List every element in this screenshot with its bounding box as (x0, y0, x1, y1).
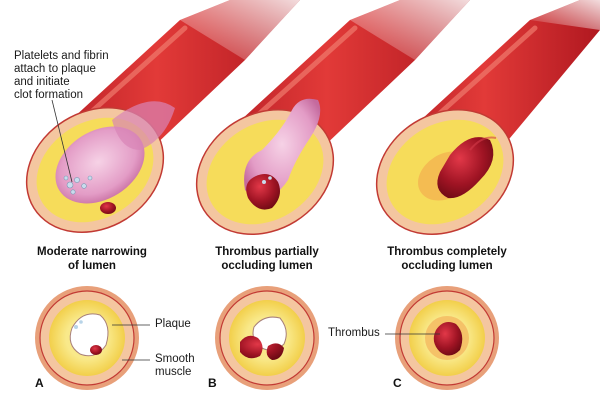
caption-c-line2: occluding lumen (401, 260, 493, 272)
platelets-label-line1: Platelets and fibrin (14, 50, 109, 62)
vessel-c (375, 0, 600, 236)
caption-b-line2: occluding lumen (221, 260, 313, 272)
panel-letter-b: B (208, 376, 217, 390)
smooth-muscle-label: Smooth muscle (155, 353, 195, 379)
thrombus-label: Thrombus (328, 327, 380, 339)
small-clot-a (100, 202, 116, 214)
cross-section-a (35, 286, 139, 390)
panel-letter-a: A (35, 376, 44, 390)
plaque-label: Plaque (155, 318, 191, 330)
thrombus-b (246, 174, 280, 210)
cross-section-a-lumen (69, 313, 109, 357)
caption-a-line2: of lumen (68, 260, 116, 272)
caption-c-line1: Thrombus completely (387, 246, 507, 258)
caption-b-line1: Thrombus partially (215, 246, 319, 258)
platelet-cluster (63, 175, 93, 195)
smooth-muscle-label-line1: Smooth (155, 353, 195, 365)
cross-section-b-thrombus (240, 335, 284, 360)
cross-section-b (215, 286, 319, 390)
thrombus-c (437, 137, 494, 199)
caption-c: Thrombus completely occluding lumen (372, 245, 522, 273)
platelets-label: Platelets and fibrin attach to plaque an… (14, 50, 109, 102)
platelets-label-line4: clot formation (14, 89, 84, 101)
platelets-label-line2: attach to plaque (14, 63, 96, 75)
platelets-leader-line (51, 99, 73, 183)
platelets-label-line3: and initiate (14, 76, 70, 88)
caption-a-line1: Moderate narrowing (37, 246, 147, 258)
panel-letter-c: C (393, 376, 402, 390)
vessel-a (25, 0, 301, 234)
vessel-a-lumen (55, 126, 145, 204)
cross-section-c (395, 286, 499, 390)
cross-section-c-thrombus (433, 322, 463, 356)
caption-a: Moderate narrowing of lumen (18, 245, 166, 273)
vessel-b (195, 0, 470, 236)
smooth-muscle-label-line2: muscle (155, 366, 192, 378)
caption-b: Thrombus partially occluding lumen (192, 245, 342, 273)
